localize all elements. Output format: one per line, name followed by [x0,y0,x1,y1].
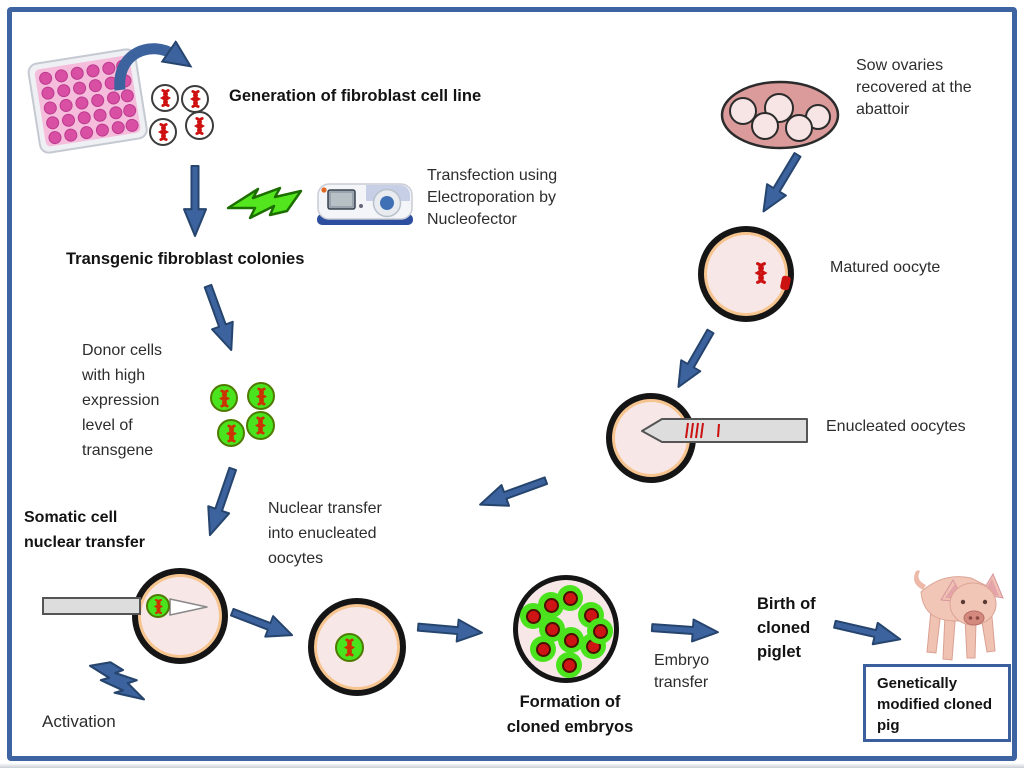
embryo-cell-icon [587,618,613,644]
fibroblast-cell-icon [151,84,179,112]
gm-pig-box: Genetically modified cloned pig [863,664,1011,742]
dna-icon [754,262,768,284]
donor-cell-icon [246,411,275,440]
injection-pipette-icon [42,597,208,616]
enucleated-oocytes-label: Enucleated oocytes [826,418,966,435]
arrow-to-embryo-icon [416,614,485,646]
reconstructed-oocyte-icon [308,598,406,696]
enucleation-pipette-icon [641,418,808,443]
curved-arrow-icon [114,36,202,91]
matured-oocyte-icon [698,226,794,322]
arrow-down-icon [182,164,208,238]
arrow-embryo-transfer-icon [650,615,721,646]
snt-oocyte-icon [132,568,228,664]
embryo-cell-icon [530,636,556,662]
fibroblast-cell-icon [185,111,214,140]
bottom-shadow [0,763,1024,768]
nucleofector-device-icon [317,183,413,225]
injected-donor-cell-icon [146,594,170,618]
piglet-image [914,570,1004,661]
cloned-embryo-icon [513,575,619,683]
arrow-to-piglet-icon [832,612,905,653]
arrow-oocyte-to-enucleated-icon [666,325,722,395]
arrow-down-right-icon [196,282,244,357]
sow-ovary-icon [720,80,840,150]
donor-cell-icon [217,419,245,447]
birth-label: Birth of cloned piglet [757,595,816,661]
diagram-border-frame [7,7,1017,761]
formation-label: Formation of cloned embryos [506,693,634,736]
activation-label: Activation [42,712,116,731]
arrow-down-left-icon [197,465,245,542]
oocyte-cytoplasm [707,235,785,313]
embryo-cell-icon [556,652,582,678]
nuclear-transfer-label: Nuclear transfer into enucleated oocytes [268,500,382,567]
polar-body-icon [779,274,792,291]
arrow-ovary-to-oocyte-icon [751,148,808,220]
embryo-cell-icon [558,627,584,653]
fibroblast-cell-icon [149,118,177,146]
sow-ovaries-label: Sow ovaries recovered at the abattoir [856,57,972,118]
somatic-label: Somatic cell nuclear transfer [24,509,145,551]
transfection-label: Transfection using Electroporation by Nu… [427,167,558,228]
transgenic-label: Transgenic fibroblast colonies [66,250,305,268]
matured-oocyte-label: Matured oocyte [830,259,941,276]
fibroblast-cell-icon [181,85,209,113]
arrow-snt-to-reconstructed-icon [228,600,299,648]
electroporation-lightning-icon [226,186,303,220]
donor-cells-label: Donor cells with high expression level o… [82,342,163,459]
arrow-left-icon [474,468,551,517]
activation-lightning-icon [84,643,156,715]
transferred-nucleus-icon [335,633,364,662]
donor-cell-icon [210,384,238,412]
embryo-transfer-label: Embryo transfer [654,652,710,691]
generation-label: Generation of fibroblast cell line [229,87,482,105]
donor-cell-icon [247,382,275,410]
embryo-cell-icon [520,603,546,629]
